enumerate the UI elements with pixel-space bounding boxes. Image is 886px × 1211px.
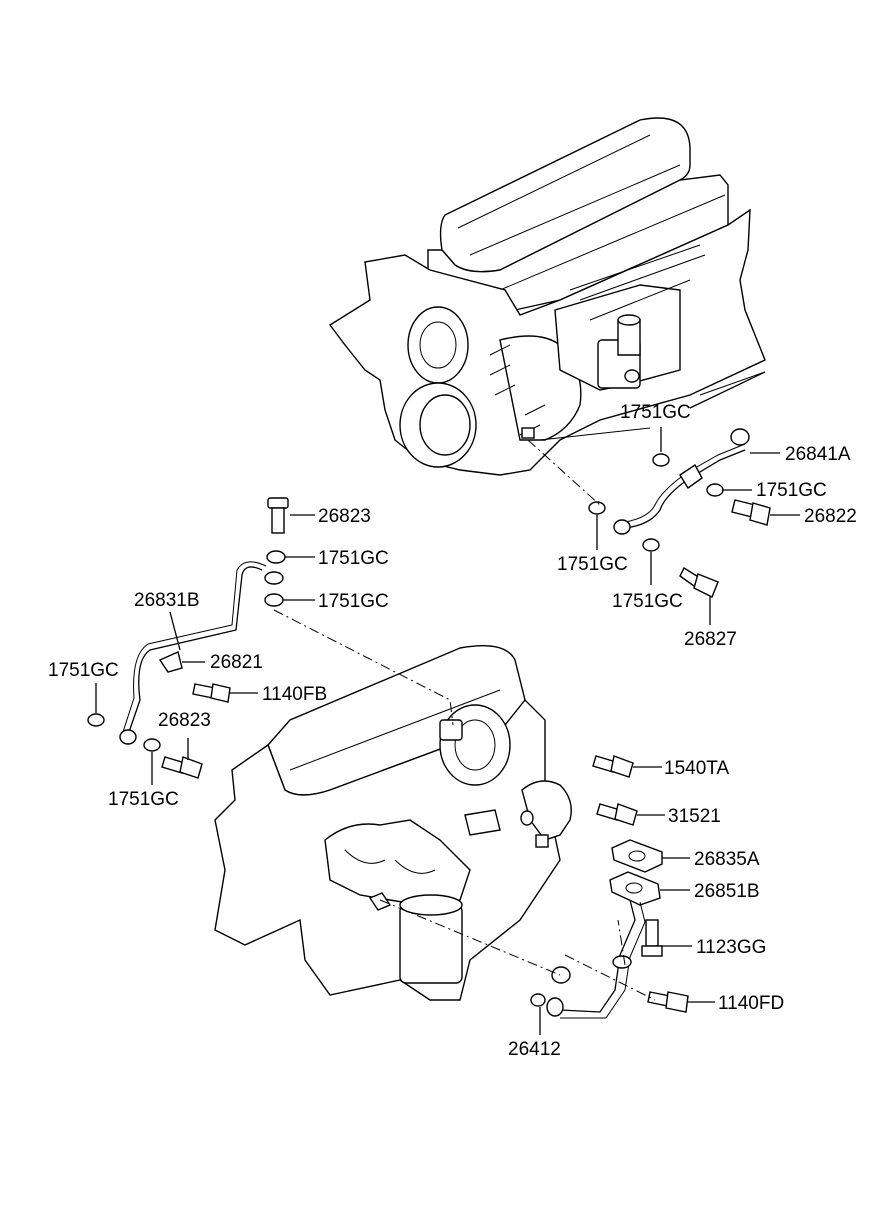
label-1751gc-right-3: 1751GC (612, 591, 683, 612)
part-labels: 1751GC 26841A 1751GC 26822 1751GC 1751GC… (48, 402, 857, 1060)
label-26823-top: 26823 (318, 506, 371, 527)
label-1123gg: 1123GG (696, 937, 766, 958)
label-1751gc-low: 1751GC (108, 789, 179, 810)
label-26841a: 26841A (785, 444, 851, 465)
label-31521: 31521 (668, 806, 721, 827)
upper-engine (328, 117, 766, 476)
label-1140fd: 1140FD (718, 993, 784, 1014)
label-1751gc-center-1: 1751GC (318, 548, 389, 569)
label-26835a: 26835A (694, 849, 760, 870)
label-26827: 26827 (684, 629, 737, 650)
label-26831b: 26831B (134, 590, 200, 611)
label-1140fb: 1140FB (262, 684, 327, 705)
label-1540ta: 1540TA (664, 758, 729, 779)
label-1751gc-left: 1751GC (48, 660, 119, 681)
label-1751gc-right-2: 1751GC (557, 554, 628, 575)
label-26823-mid: 26823 (158, 710, 211, 731)
label-26821: 26821 (210, 652, 263, 673)
leader-lines (95, 371, 800, 1035)
lower-engine (214, 645, 572, 1001)
label-1751gc-center-2: 1751GC (318, 591, 389, 612)
label-26412: 26412 (508, 1039, 561, 1060)
label-1751gc-right-1: 1751GC (756, 480, 827, 501)
lower-right-parts (530, 755, 689, 1019)
upper-pipe-assembly (588, 428, 771, 598)
label-26822: 26822 (804, 506, 857, 527)
label-1751gc-top: 1751GC (620, 402, 691, 423)
left-pipe-assembly (87, 497, 289, 779)
label-26851b: 26851B (694, 881, 760, 902)
